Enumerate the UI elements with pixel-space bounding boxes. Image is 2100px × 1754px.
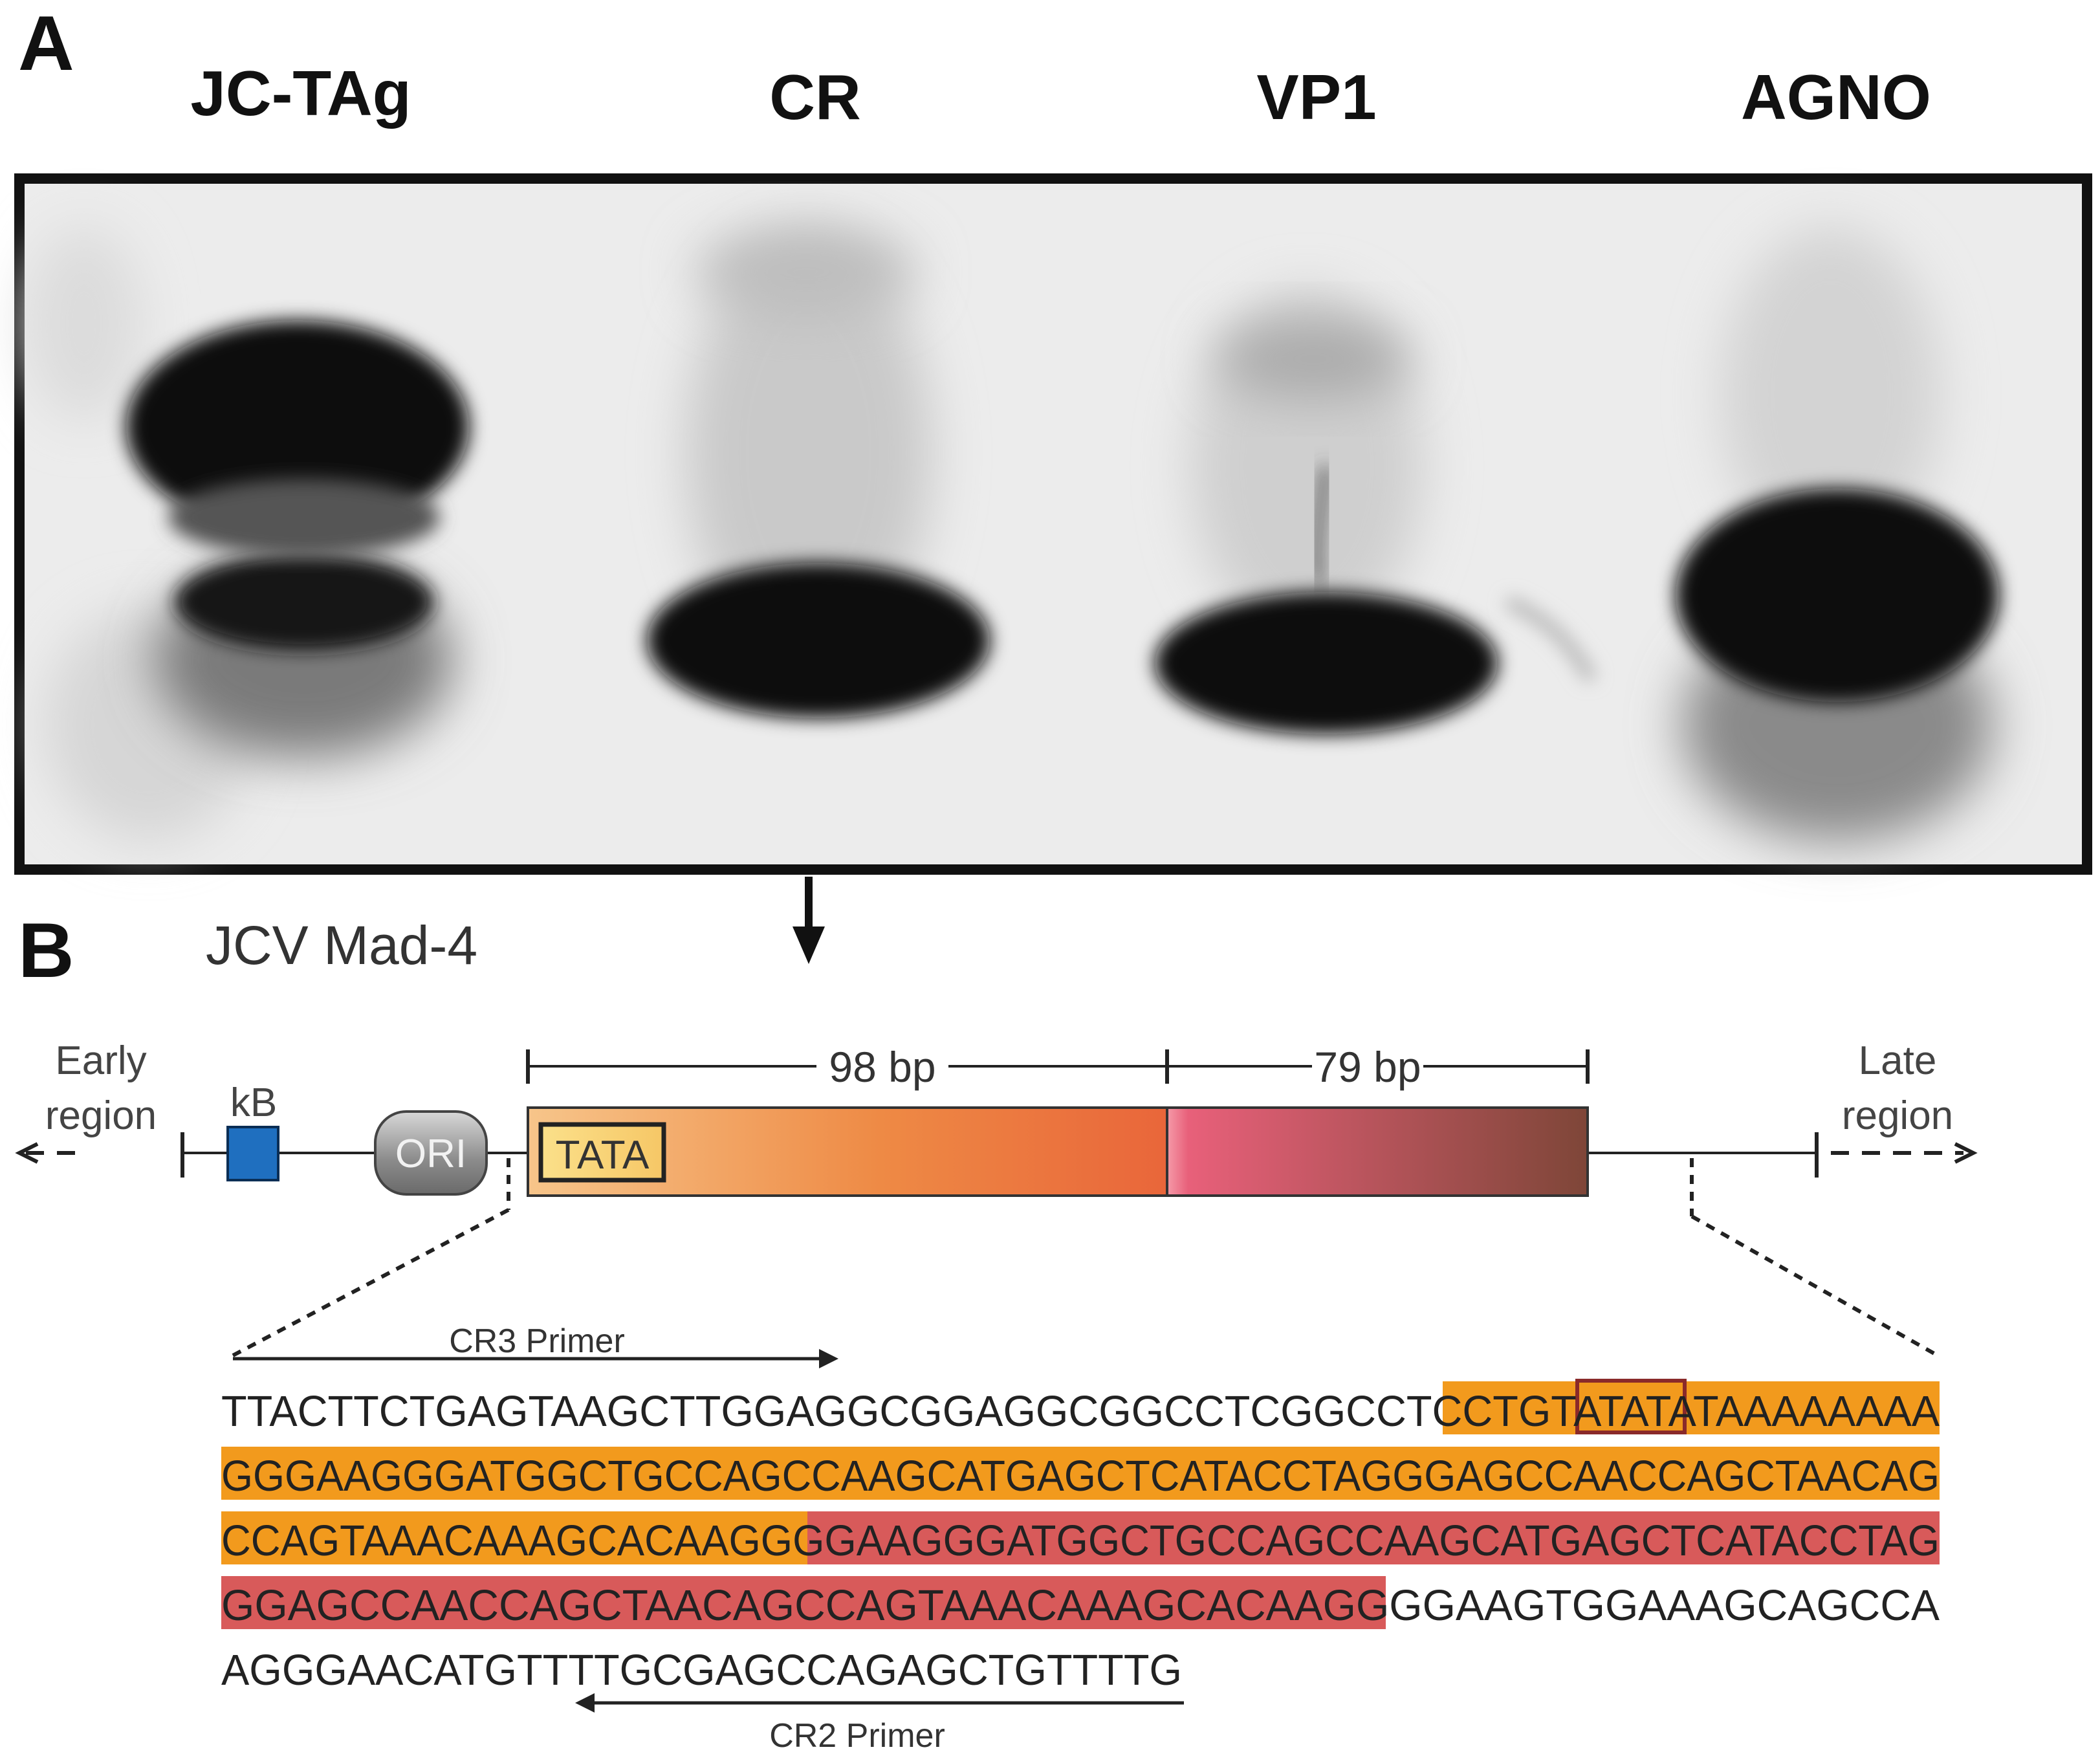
kb-box: [226, 1126, 279, 1181]
genome-map: kB ORI TATA 98 bp 79 bp: [15, 1043, 1978, 1357]
band-vp1: [1155, 291, 1597, 734]
segment-98bp-label: 98 bp: [829, 1043, 935, 1091]
sequence-line-3: CCAGTAAACAAAGCACAAGGGGAAGGGATGGCTGCCAGCC…: [221, 1517, 1940, 1565]
highlight-98bp-line3: [221, 1511, 807, 1564]
lane-label-jc-tag: JC-TAg: [190, 58, 411, 129]
highlight-98bp-line1: [1443, 1381, 1940, 1434]
segment-79bp: [1166, 1106, 1589, 1197]
kb-label: kB: [230, 1080, 277, 1125]
sequence-line-4: GGAGCCAACCAGCTAACAGCCAGTAAACAAAGCACAAGGG…: [221, 1581, 1940, 1630]
early-region-label-1: Early: [55, 1038, 146, 1083]
panel-b-letter: B: [18, 907, 74, 994]
panel-a-letter: A: [18, 0, 74, 87]
highlight-79bp-line3: [807, 1511, 1940, 1564]
western-blot-image: [14, 173, 2092, 875]
ori-label: ORI: [395, 1132, 466, 1176]
tata-box: [538, 1122, 666, 1183]
early-region-label-2: region: [45, 1093, 157, 1138]
tata-label: TATA: [556, 1133, 650, 1178]
late-region-label-1: Late: [1859, 1038, 1937, 1083]
lane-label-agno: AGNO: [1741, 61, 1931, 133]
late-region-label-2: region: [1842, 1093, 1953, 1138]
cr3-primer-label: CR3 Primer: [449, 1322, 625, 1360]
ori-box: [374, 1110, 488, 1196]
sequence-line-2: GGGAAGGGATGGCTGCCAGCCAAGCATGAGCTCATACCTA…: [221, 1452, 1940, 1500]
lane-label-vp1: VP1: [1256, 61, 1376, 133]
lane-label-cr: CR: [769, 61, 861, 133]
segment-79bp-label: 79 bp: [1314, 1043, 1421, 1091]
highlight-79bp-line4: [221, 1576, 1386, 1629]
sequence-block: CR3 Primer TTACTTCTGAGTAAGCTTGGAGGCGGAGG…: [221, 1322, 1940, 1754]
band-cr: [647, 226, 990, 718]
cr2-primer-label: CR2 Primer: [769, 1717, 945, 1754]
genome-title: JCV Mad-4: [206, 915, 477, 976]
down-arrow: [793, 877, 825, 964]
band-agno: [1676, 226, 1999, 841]
sequence-line-5: AGGGAACATGTTTTGCGAGCCAGAGCTGTTTTG: [221, 1646, 1182, 1694]
highlight-98bp-line2: [221, 1447, 1940, 1500]
sequence-line-1: TTACTTCTGAGTAAGCTTGGAGGCGGAGGCGGCCTCGGCC…: [221, 1387, 1940, 1436]
band-jc-tag: [126, 320, 469, 757]
tata-sequence-box: [1575, 1379, 1687, 1434]
